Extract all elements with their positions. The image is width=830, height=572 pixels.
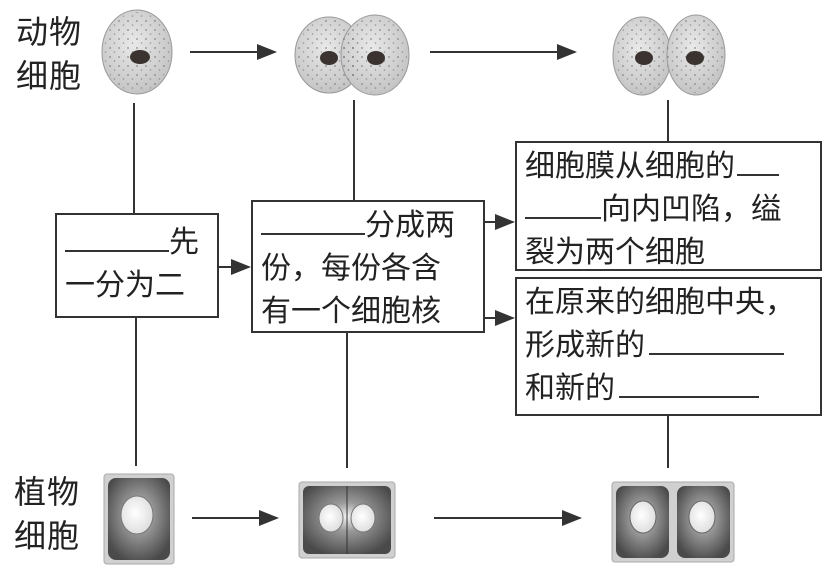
plant-cell-interphase [103,473,175,565]
step2-box: 分成两 份，每份各含 有一个细胞核 [251,200,485,333]
nucleus [635,51,653,65]
animal-label-line1: 动物 [16,13,83,51]
animal-cell-dividing [294,14,410,96]
animal-cell-label: 动物 细胞 [16,10,82,98]
nucleus [350,503,376,533]
blank-3b[interactable] [525,191,601,219]
animal-step3-line1: 细胞膜从细胞的 [525,149,735,184]
nucleus [367,51,385,65]
nucleus [686,51,704,65]
plant-cell-dividing [298,481,396,559]
plant-step3-line2: 形成新的 [525,328,645,363]
nucleus [629,500,657,534]
blank-2[interactable] [261,207,365,235]
plant-label-line2: 细胞 [14,517,81,555]
step2-line2: 份，每份各含 [261,251,441,286]
plant-cell-label: 植物 细胞 [14,470,80,558]
plant-step3-box: 在原来的细胞中央， 形成新的 和新的 [515,277,822,416]
step2-line3: 有一个细胞核 [261,294,441,329]
plant-step3-line1: 在原来的细胞中央， [525,285,795,320]
step1-box: 先 一分为二 [55,213,219,318]
blank-1[interactable] [65,224,169,252]
nucleus [688,500,716,534]
animal-step3-line2: 向内凹陷，缢 [601,192,781,227]
plant-step3-line3: 和新的 [525,371,615,406]
blank-3a[interactable] [737,148,779,176]
animal-cell-interphase [101,9,173,95]
animal-label-line2: 细胞 [16,57,83,95]
plant-label-line1: 植物 [14,473,81,511]
step2-line1: 分成两 [365,208,455,243]
plant-cell-daughters [611,481,735,563]
blank-4b[interactable] [619,370,759,398]
step1-line2: 一分为二 [65,268,185,303]
animal-cell-daughters [612,14,726,96]
animal-step3-line3: 裂为两个细胞 [525,235,705,270]
step1-line1: 先 [169,225,199,260]
blank-4a[interactable] [649,327,784,355]
animal-step3-box: 细胞膜从细胞的 向内凹陷，缢 裂为两个细胞 [515,141,822,271]
nucleus [320,51,338,65]
nucleus [130,50,150,64]
nucleus [318,503,344,533]
nucleus [120,495,154,535]
